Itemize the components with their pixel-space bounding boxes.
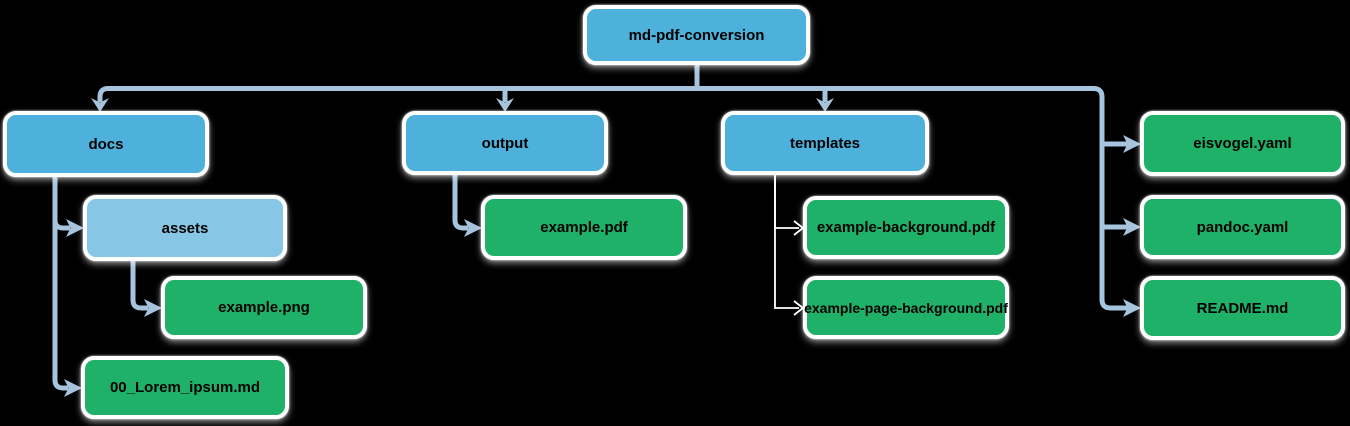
edge-templates-to-pagebackground: [774, 174, 799, 309]
arrowhead-background: [793, 220, 805, 236]
node-00-lorem-ipsum-md-label: 00_Lorem_ipsum.md: [109, 379, 261, 396]
arrowhead-examplepdf: [464, 219, 482, 237]
node-docs-label: docs: [88, 135, 124, 153]
node-templates-label: templates: [789, 134, 861, 152]
edge-output-to-examplepdf: [452, 173, 468, 231]
node-output: output: [402, 111, 608, 175]
arrowhead-readme: [1123, 299, 1141, 317]
node-md-pdf-conversion: md-pdf-conversion: [583, 5, 810, 65]
node-example-page-background-pdf-label: example-page-background.pdf: [804, 299, 1008, 316]
arrowhead-assets: [66, 219, 84, 237]
node-eisvogel-yaml: eisvogel.yaml: [1140, 111, 1345, 176]
node-example-pdf: example.pdf: [481, 195, 687, 260]
node-example-pdf-label: example.pdf: [540, 219, 628, 236]
arrowhead-templates: [816, 98, 834, 112]
node-eisvogel-yaml-label: eisvogel.yaml: [1193, 135, 1292, 152]
node-00-lorem-ipsum-md: 00_Lorem_ipsum.md: [81, 356, 289, 419]
node-example-png: example.png: [161, 276, 367, 339]
node-readme-md: README.md: [1140, 276, 1345, 340]
arrowhead-docs: [91, 98, 109, 112]
node-example-page-background-pdf: example-page-background.pdf: [803, 276, 1009, 339]
node-example-background-pdf-label: example-background.pdf: [816, 219, 996, 236]
node-md-pdf-conversion-label: md-pdf-conversion: [628, 26, 765, 44]
edge-assets-to-examplepng: [130, 259, 148, 311]
arrowhead-output: [496, 98, 514, 112]
arrowhead-pandoc: [1123, 218, 1141, 236]
arrowhead-lorem: [64, 379, 82, 397]
edge-docs-to-lorem: [52, 177, 68, 391]
arrowhead-examplepng: [144, 299, 162, 317]
node-readme-md-label: README.md: [1196, 299, 1289, 317]
edge-templates-to-background: [774, 174, 799, 229]
node-docs: docs: [3, 111, 209, 177]
node-example-background-pdf: example-background.pdf: [803, 196, 1009, 259]
node-output-label: output: [481, 134, 529, 152]
edge-docs-to-assets: [52, 177, 70, 231]
node-pandoc-yaml: pandoc.yaml: [1140, 195, 1345, 259]
node-assets: assets: [83, 195, 287, 261]
node-assets-label: assets: [161, 219, 209, 237]
arrowhead-pagebackground: [793, 300, 805, 316]
node-templates: templates: [721, 111, 929, 175]
node-example-png-label: example.png: [218, 299, 310, 316]
arrowhead-eisvogel: [1123, 135, 1141, 153]
node-pandoc-yaml-label: pandoc.yaml: [1196, 218, 1289, 236]
